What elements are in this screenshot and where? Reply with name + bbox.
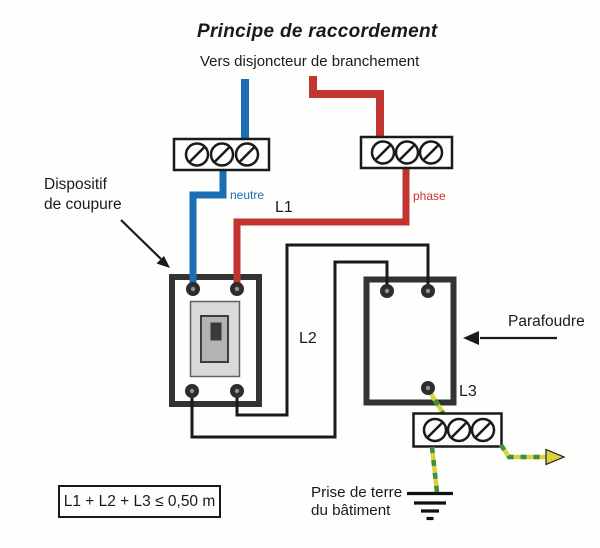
cutoff-device-arrow-icon [120, 219, 170, 268]
screw-icon [370, 140, 396, 165]
screw-icon [394, 140, 420, 165]
screw-icon [184, 142, 210, 167]
l2-label: L2 [299, 330, 317, 347]
phase-wire-incoming [309, 76, 384, 137]
l3-label: L3 [459, 383, 477, 400]
earth-wire-right-stripe [499, 443, 546, 460]
cutoff-device-label-line2: de coupure [44, 196, 122, 213]
earth-label: Prise de terre du bâtiment [311, 484, 402, 519]
black-wire-outer [235, 243, 430, 417]
surge-protector-arrow-icon [463, 331, 557, 345]
subtitle: Vers disjoncteur de branchement [200, 53, 420, 70]
screw-icon [418, 140, 444, 165]
earth-wire-down [429, 446, 440, 493]
screw-icon [446, 417, 472, 443]
neutral-wire-label: neutre [230, 188, 265, 202]
screw-icon [422, 417, 448, 443]
cutoff-device-label: Dispositif de coupure [44, 175, 122, 215]
neutral-wire [189, 170, 227, 289]
breaker-icon [189, 300, 241, 378]
terminal-block-phase [359, 135, 454, 170]
terminal-dots [185, 282, 435, 398]
terminal-block-earth [412, 412, 503, 448]
cutoff-device-box [169, 274, 262, 407]
phase-wire-label: phase [413, 189, 446, 203]
earth-label-line1: Prise de terre [311, 484, 403, 501]
cutoff-device-label-line1: Dispositif [44, 176, 107, 193]
surge-protector-box [363, 276, 457, 406]
screw-icon [470, 417, 496, 443]
black-wire-inner [190, 260, 389, 439]
length-rule-box: L1 + L2 + L3 ≤ 0,50 m [58, 485, 221, 518]
earth-label-line2: du bâtiment [311, 501, 391, 519]
l1-label: L1 [275, 199, 293, 216]
page-title: Principe de raccordement [197, 21, 438, 42]
screw-icon [209, 142, 235, 167]
screw-icon [234, 142, 260, 167]
terminal-block-neutral [172, 137, 271, 172]
phase-wire-l1 [233, 169, 410, 289]
ground-icon [407, 491, 453, 521]
earth-arrow-icon [545, 448, 566, 466]
surge-protector-label: Parafoudre [508, 313, 585, 330]
